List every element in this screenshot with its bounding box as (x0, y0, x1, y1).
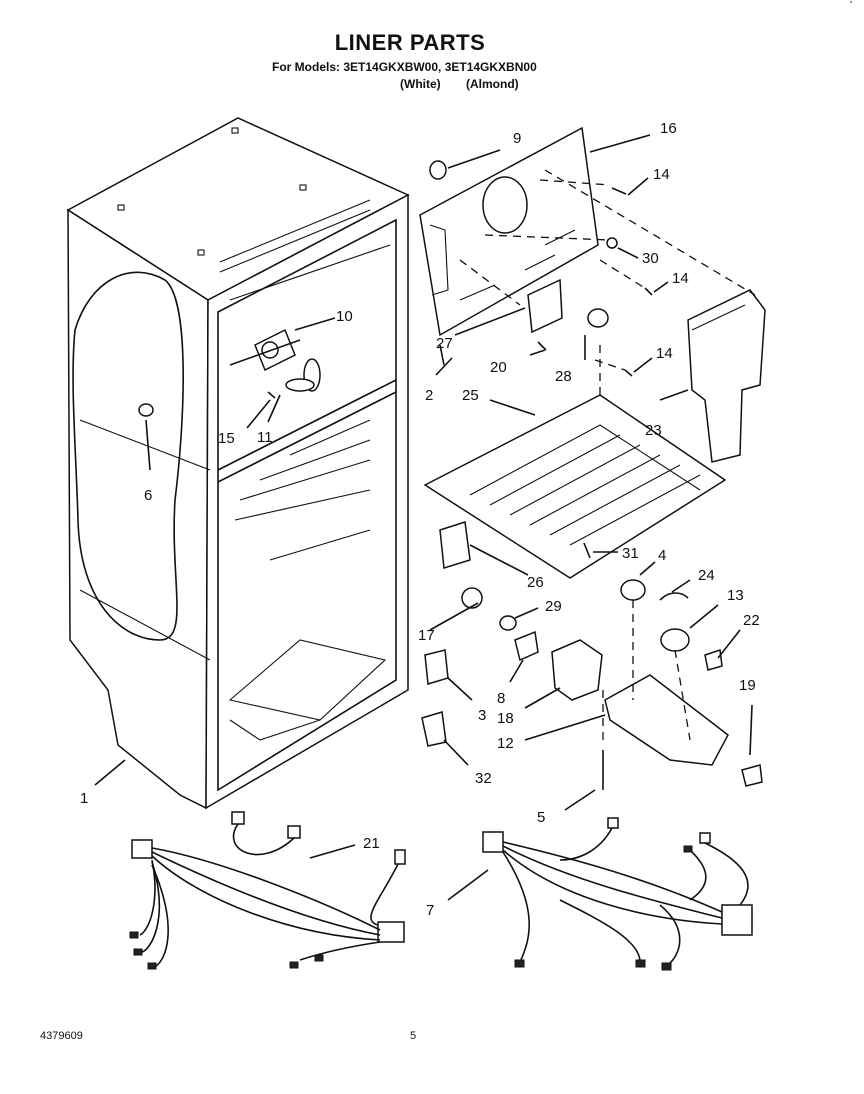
part-number: 4379609 (40, 1030, 83, 1042)
bulb-28 (587, 308, 609, 328)
screw-15 (267, 391, 276, 399)
air-duct (687, 289, 766, 463)
plug-6 (138, 403, 154, 417)
callout-10: 10 (336, 308, 353, 325)
callout-27: 27 (436, 335, 453, 352)
callout-14b: 14 (672, 270, 689, 287)
evaporator-cover (419, 126, 599, 337)
variant-labels: (White) (Almond) (400, 77, 541, 91)
callout-20: 20 (490, 359, 507, 376)
leader-lines (94, 134, 753, 901)
light-housing (551, 639, 603, 701)
callout-6: 6 (144, 487, 152, 504)
switch-3 (424, 649, 449, 685)
callout-18: 18 (497, 710, 514, 727)
callout-26: 26 (527, 574, 544, 591)
screw-2 (439, 344, 445, 366)
callout-16: 16 (660, 120, 677, 137)
callout-21: 21 (363, 835, 380, 852)
callout-14c: 14 (656, 345, 673, 362)
callout-1: 1 (80, 790, 88, 807)
liner-cabinet (66, 117, 410, 810)
callout-2: 2 (425, 387, 433, 404)
bracket-19 (741, 764, 763, 787)
callout-28: 28 (555, 368, 572, 385)
callout-13: 13 (727, 587, 744, 604)
callout-4: 4 (658, 547, 666, 564)
switch-32 (421, 711, 447, 747)
callout-22: 22 (743, 612, 760, 629)
callout-15: 15 (218, 430, 235, 447)
fan-blade (285, 358, 321, 392)
thermostat-13 (660, 628, 690, 652)
wire-harness-7 (482, 817, 753, 971)
knob-22 (704, 648, 723, 671)
callout-11: 11 (257, 429, 273, 446)
callout-12: 12 (497, 735, 514, 752)
screw-20 (537, 341, 547, 351)
control-housing (604, 674, 729, 766)
callout-19: 19 (739, 677, 756, 694)
callout-23: 23 (645, 422, 662, 439)
callout-7: 7 (426, 902, 434, 919)
callout-9: 9 (513, 130, 521, 147)
callout-labels: 1 2 3 4 5 6 7 8 9 10 11 12 13 14 14 14 1… (80, 120, 760, 919)
models-line: For Models: 3ET14GKXBW00, 3ET14GKXBN00 (272, 60, 537, 74)
callout-25: 25 (462, 387, 479, 404)
screw-14c (624, 369, 633, 377)
callout-24: 24 (698, 567, 715, 584)
callout-17: 17 (418, 627, 435, 644)
grommet-9 (429, 160, 447, 180)
callout-3: 3 (478, 707, 486, 724)
bracket-28 (527, 278, 563, 334)
knob-4 (620, 579, 646, 601)
ring-29 (499, 615, 517, 631)
variant-white: (White) (400, 77, 441, 91)
page-number: 5 (410, 1030, 417, 1042)
nut-30 (606, 237, 618, 249)
wire-harness-21 (129, 811, 406, 970)
callout-30: 30 (642, 250, 659, 267)
fan-motor (229, 328, 301, 372)
clip-24 (659, 592, 689, 601)
callout-32: 32 (475, 770, 492, 787)
corner-mark: ' (850, 0, 852, 11)
callout-5: 5 (537, 809, 545, 826)
evaporator (423, 394, 727, 579)
defrost-timer (439, 521, 471, 569)
screw-14a (611, 187, 627, 195)
callout-14a: 14 (653, 166, 670, 183)
page-title: LINER PARTS (334, 30, 486, 55)
variant-almond: (Almond) (466, 77, 519, 91)
screw-14b (644, 287, 653, 296)
screw-31 (583, 542, 591, 559)
callout-29: 29 (545, 598, 562, 615)
socket-8 (514, 630, 539, 662)
callout-31: 31 (622, 545, 639, 562)
callout-8: 8 (497, 690, 505, 707)
light-bulb (461, 587, 483, 609)
